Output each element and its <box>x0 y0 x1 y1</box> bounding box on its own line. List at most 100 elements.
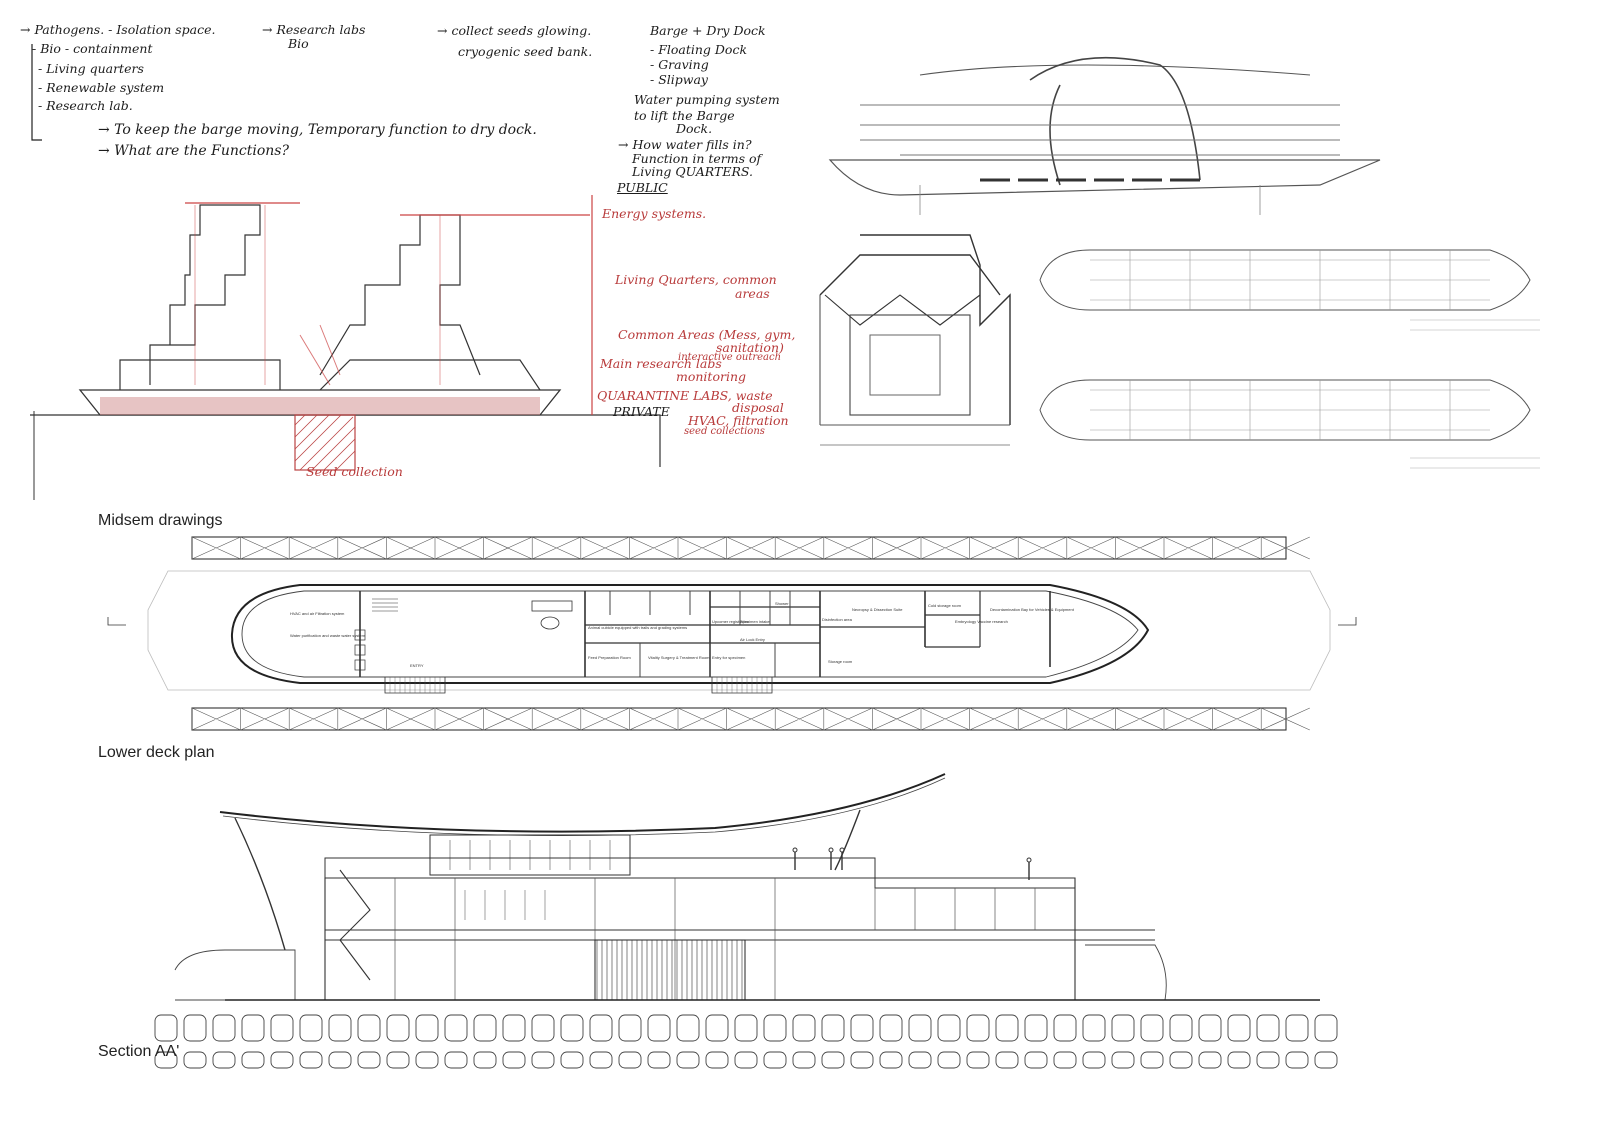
label-disposal: disposal <box>732 400 784 415</box>
label-outreach: interactive outreach <box>678 352 782 363</box>
pontoon-cell <box>473 1051 497 1069</box>
pontoon-cell <box>299 1051 323 1069</box>
pontoon-cell <box>966 1014 990 1042</box>
plan-label-necropsy: Necropsy & Dissection Suite <box>852 607 903 612</box>
plan-label-surgery: Vitality Surgery & Treatment Room <box>648 655 710 660</box>
note-keep-barge: → To keep the barge moving, Temporary fu… <box>98 122 537 138</box>
note-line: Living QUARTERS. <box>632 164 753 179</box>
pontoon-cell <box>879 1051 903 1069</box>
pontoon-cell <box>1111 1051 1135 1069</box>
sketch-pencil-crosssection <box>819 234 1011 446</box>
pontoon-cell <box>1314 1051 1338 1069</box>
truss-top <box>191 536 1310 560</box>
pontoon-cell <box>792 1051 816 1069</box>
pontoon-cell <box>415 1014 439 1042</box>
note-line: - Renewable system <box>38 80 165 95</box>
plan-label-bio: Embryology Vaccine research <box>955 619 1008 624</box>
note-functions: → What are the Functions? <box>98 143 289 159</box>
pontoon-cell <box>1198 1014 1222 1042</box>
pontoon-cell <box>328 1051 352 1069</box>
pontoon-cell <box>821 1014 845 1042</box>
pontoon-cell <box>299 1014 323 1042</box>
pontoon-cell <box>183 1051 207 1069</box>
label-living-areas: areas <box>735 286 770 301</box>
label-quarantine: QUARANTINE LABS, waste <box>597 388 773 403</box>
label-seed-collections: seed collections <box>684 426 765 437</box>
note-line: - Research lab. <box>38 98 133 113</box>
pontoon-cell <box>618 1014 642 1042</box>
pontoon-cell <box>647 1051 671 1069</box>
pontoon-cell <box>154 1051 178 1069</box>
pontoon-cell <box>241 1051 265 1069</box>
pontoon-cell <box>1140 1051 1164 1069</box>
pontoon-cell <box>1227 1051 1251 1069</box>
pontoon-cell <box>270 1014 294 1042</box>
pontoon-cell <box>763 1051 787 1069</box>
pontoon-cell <box>183 1014 207 1042</box>
note-seeds: → collect seeds glowing. <box>437 23 592 38</box>
pontoon-cell <box>792 1014 816 1042</box>
sketch-red-section <box>30 195 661 500</box>
pontoon-cell <box>995 1051 1019 1069</box>
pontoon-cell <box>937 1051 961 1069</box>
plan-label-shower: Shower <box>775 601 789 606</box>
label-labs: Main research labs <box>600 356 722 371</box>
label-living: Living Quarters, common <box>615 272 777 287</box>
plan-label-cold: Cold storage room <box>928 603 962 608</box>
lower-deck-plan: HVAC and air Filtration system Water pur… <box>107 536 1357 731</box>
plan-label-storage: Storage room <box>828 659 853 664</box>
sketch-pencil-elevation <box>828 56 1381 215</box>
pontoon-cell <box>705 1014 729 1042</box>
truss-bottom <box>191 707 1310 731</box>
pontoon-cell <box>212 1014 236 1042</box>
note-research: → Research labs <box>262 22 366 37</box>
note-bio: Bio <box>288 36 309 51</box>
pontoon-cell <box>1053 1014 1077 1042</box>
pontoon-cell <box>444 1051 468 1069</box>
note-line: - Floating Dock <box>650 42 748 57</box>
pontoon-cell <box>966 1051 990 1069</box>
pontoon-cell <box>328 1014 352 1042</box>
pontoon-cell <box>531 1014 555 1042</box>
plan-label-decon: Decontamination Bay for Vehicles & Equip… <box>990 607 1075 612</box>
pontoon-cell <box>937 1014 961 1042</box>
pontoon-cell <box>618 1051 642 1069</box>
label-sanitation: sanitation) <box>716 340 784 355</box>
pontoon-cell <box>1082 1014 1106 1042</box>
plan-label-animal: Animal cubicle equipped with trails and … <box>588 625 687 630</box>
pontoon-cell <box>647 1014 671 1042</box>
pontoon-cell <box>850 1014 874 1042</box>
note-cryo: cryogenic seed bank. <box>458 44 593 59</box>
pontoon-cell <box>1024 1051 1048 1069</box>
sketch-pencil-plans <box>1039 249 1540 469</box>
plan-label-specimen-intake: Specimen intake <box>740 619 770 624</box>
note-line: Barge + Dry Dock <box>650 23 766 38</box>
pontoon-cell <box>1053 1051 1077 1069</box>
pontoon-cell <box>705 1051 729 1069</box>
label-public: PUBLIC <box>617 180 668 195</box>
pontoon-cell <box>560 1051 584 1069</box>
pontoon-cell <box>154 1014 178 1042</box>
plan-label-entry: ENTRY <box>410 663 424 668</box>
pontoon-cell <box>995 1014 1019 1042</box>
pontoon-cell <box>589 1051 613 1069</box>
pontoon-cell <box>879 1014 903 1042</box>
pontoon-cell <box>1111 1014 1135 1042</box>
pontoon-cell <box>1314 1014 1338 1042</box>
pontoon-cell <box>241 1014 265 1042</box>
bracket-line <box>31 44 42 141</box>
pontoon-cell <box>1198 1051 1222 1069</box>
pontoon-cell <box>1285 1014 1309 1042</box>
pontoon-cell <box>734 1051 758 1069</box>
caption-midsem-drawings: Midsem drawings <box>98 512 223 529</box>
label-private: PRIVATE <box>613 404 670 419</box>
note-line: - Living quarters <box>38 61 144 76</box>
plan-label-disinfection: Disinfection area <box>822 617 853 622</box>
pontoon-cell <box>1140 1014 1164 1042</box>
plan-label-feed: Feed Preparation Room <box>588 655 631 660</box>
pontoon-cell <box>502 1014 526 1042</box>
pontoon-cell <box>502 1051 526 1069</box>
caption-section-aa: Section AA' <box>98 1043 180 1060</box>
pontoon-cell <box>1285 1051 1309 1069</box>
label-hvac: HVAC, filtration <box>688 413 789 428</box>
